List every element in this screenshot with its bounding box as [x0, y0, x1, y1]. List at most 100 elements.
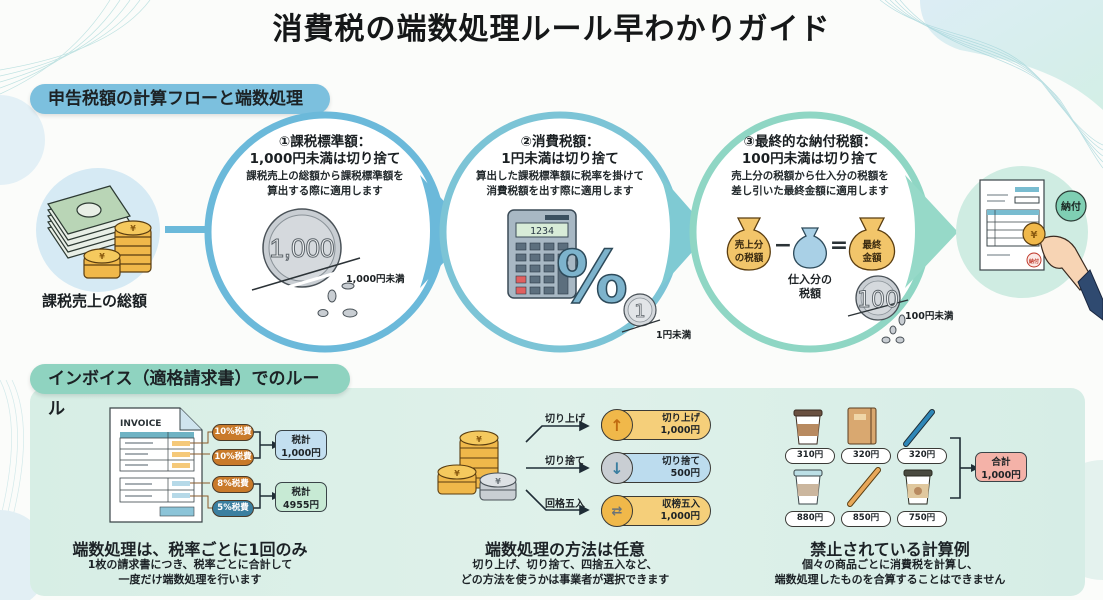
method-chip-round: ⇄ 収榜五入 1,000円: [601, 495, 711, 527]
calculation-flow-diagram: ¥ ¥ 納付 ¥ 納付 1,000: [36, 111, 1103, 353]
tax-total-1-value: 1,000円: [281, 448, 321, 459]
method-chip-roundup: ↑ 切り上げ 1,000円: [601, 409, 711, 441]
hand-coin-icon: ¥: [1022, 222, 1103, 321]
item-price-1: 310円: [785, 448, 835, 464]
rule2-desc-line2: どの方法を使うかは事業者が選択できます: [460, 573, 670, 586]
svg-text:¥: ¥: [495, 477, 501, 486]
method-chip-rounddown-line1: 切り捨て: [661, 456, 700, 467]
step1-title-line2: 1,000円未満は切り捨て: [249, 151, 401, 167]
bag-purchase-label: 仕入分の 税額: [770, 273, 850, 301]
bag-final-line1: 最終: [862, 239, 882, 251]
method-chip-round-text: 収榜五入 1,000円: [660, 499, 700, 523]
pen-blue-icon: [903, 409, 935, 447]
invoice-diagram: INVOICE: [109, 407, 280, 523]
method-chip-roundup-text: 切り上げ 1,000円: [660, 413, 700, 437]
money-bag-purchase-icon: [793, 227, 827, 269]
bag-final-line2: 金額: [861, 252, 882, 264]
method-label-rounddown: 切り捨て: [545, 456, 585, 467]
method-chip-rounddown-text: 切り捨て 500円: [662, 456, 700, 480]
item-price-3: 320円: [897, 448, 947, 464]
arrow-down-icon: ↓: [601, 452, 633, 484]
money-stack-icon: ¥ ¥: [47, 185, 152, 279]
tax-total-1-label: 税計: [291, 435, 311, 446]
rule2-desc: 切り上げ、切り捨て、四捨五入など、 どの方法を使うかは事業者が選択できます: [430, 557, 700, 587]
rule2-desc-line1: 切り上げ、切り捨て、四捨五入など、: [472, 558, 658, 571]
svg-text:¥: ¥: [1031, 230, 1038, 241]
equals-sign: =: [830, 233, 848, 258]
step3-text: ③最終的な納付税額： 100円未満は切り捨て 売上分の税額から仕入分の税額を 差…: [700, 134, 920, 198]
step3-cut-label: 100円未満: [905, 311, 954, 322]
coin-100-value: 100: [857, 288, 899, 313]
rule3-desc: 個々の商品ごとに消費税を計算し、 端数処理したものを合算することはできません: [760, 557, 1020, 587]
rule3-desc-line1: 個々の商品ごとに消費税を計算し、: [802, 558, 978, 571]
calculator-icon: [507, 209, 577, 299]
coin-stack-gold-icon: [437, 430, 499, 495]
notebook-icon: [847, 407, 877, 445]
svg-text:¥: ¥: [454, 469, 460, 478]
coffee-cup-icon: [793, 409, 823, 445]
svg-text:¥: ¥: [476, 435, 482, 444]
taxable-sales-total-label: 課税売上の総額: [42, 292, 148, 310]
method-chip-round-line2: 1,000円: [660, 511, 700, 522]
step2-title-line2: 1円未満は切り捨て: [501, 151, 619, 167]
tax-total-box-2: 税計 4955円: [275, 482, 327, 512]
method-label-round: 回格五入: [545, 499, 585, 510]
tax-tag-10a: 10%税費: [212, 424, 254, 441]
svg-text:¥: ¥: [99, 252, 105, 261]
method-chip-rounddown: ↓ 切り捨て 500円: [601, 452, 711, 484]
step3-title-line1: ③最終的な納付税額：: [743, 134, 877, 150]
item-price-6: 750円: [897, 511, 947, 527]
arrows-swap-icon: ⇄: [601, 495, 633, 527]
money-bag-final-icon: [848, 217, 896, 271]
minus-sign: −: [774, 233, 792, 258]
step2-desc-line1: 算出した課税標準額に税率を掛けて: [476, 170, 644, 182]
document-stamp-label: 納付: [1029, 258, 1039, 265]
section-heading-invoice: インボイス（適格請求書）でのルール: [30, 364, 350, 419]
tax-tag-5: 5%税費: [212, 500, 254, 517]
step3-desc-line1: 売上分の税額から仕入分の税額を: [731, 170, 889, 182]
step1-desc-line1: 課税売上の総額から課税標準額を: [246, 170, 404, 182]
coffee-cup-light-icon: [793, 469, 823, 505]
step3-desc-line2: 差し引いた最終金額に適用します: [731, 185, 889, 197]
method-chip-roundup-line1: 切り上げ: [661, 413, 700, 424]
method-chip-roundup-line2: 1,000円: [660, 425, 700, 436]
rule3-title: 禁止されている計算例: [810, 540, 970, 559]
step2-text: ②消費税額： 1円未満は切り捨て 算出した課税標準額に税率を掛けて 消費税額を出…: [450, 134, 670, 198]
total-box-prohibited: 合計 1,000円: [975, 452, 1027, 482]
rule1-title: 端数処理は、税率ごとに1回のみ: [72, 540, 308, 559]
bag-purchase-line2: 税額: [799, 287, 821, 300]
flow-connector: [165, 226, 215, 233]
tax-total-2-label: 税計: [291, 487, 311, 498]
step2-cut-label: 1円未満: [656, 330, 692, 341]
tax-tag-8: 8%税費: [212, 476, 254, 493]
calculator-display: 1234: [530, 226, 554, 237]
item-price-2: 320円: [841, 448, 891, 464]
money-bag-sales-icon: [726, 217, 771, 271]
rule2-title: 端数処理の方法は任意: [484, 540, 645, 559]
method-chip-rounddown-line2: 500円: [670, 468, 700, 479]
coin-100-icon: [847, 275, 909, 344]
step1-cut-label: 1,000円未満: [346, 274, 405, 285]
method-chip-round-line1: 収榜五入: [661, 499, 700, 510]
arrow-up-icon: ↑: [601, 409, 633, 441]
step1-title-line1: ①課税標準額：: [278, 134, 372, 150]
total-prohibited-label: 合計: [991, 457, 1011, 468]
coin-1000-icon: [251, 208, 367, 318]
tax-tag-10b: 10%税費: [212, 449, 254, 466]
method-label-roundup: 切り上げ: [545, 414, 585, 425]
section-heading-flow: 申告税額の計算フローと端数処理: [30, 84, 330, 114]
percent-icon: %: [556, 235, 628, 319]
total-prohibited-value: 1,000円: [981, 470, 1021, 481]
flow-arrow-2: [660, 175, 710, 288]
rule3-desc-line2: 端数処理したものを合算することはできません: [774, 573, 1006, 586]
coffee-cup-dark-icon: [903, 469, 933, 505]
step2-title-line1: ②消費税額：: [520, 134, 600, 150]
tax-total-box-1: 税計 1,000円: [275, 430, 327, 460]
coin-1-icon: [621, 293, 661, 333]
bag-sales-line1: 売上分: [735, 239, 764, 251]
bag-purchase-line1: 仕入分の: [788, 273, 832, 286]
bag-sales-line2: の税額: [735, 252, 764, 264]
rule1-desc-line2: 一度だけ端数処理を行います: [118, 573, 262, 586]
svg-text:¥: ¥: [130, 224, 136, 233]
rule1-desc-line1: 1枚の請求書につき、税率ごとに合計して: [87, 558, 293, 571]
